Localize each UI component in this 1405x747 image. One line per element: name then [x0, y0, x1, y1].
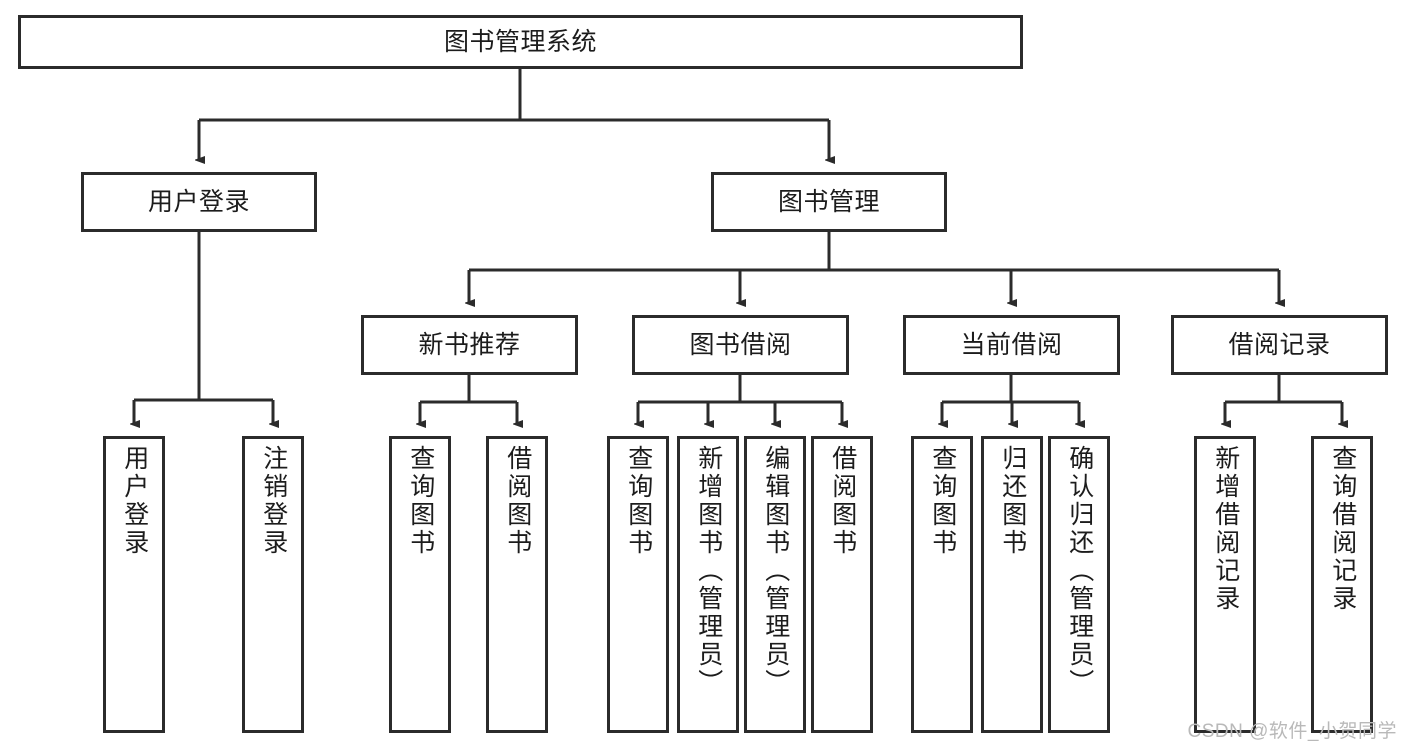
- node-leaf-add-book[interactable]: 新增图书（管理员）: [677, 436, 739, 733]
- node-leaf-query-book-3[interactable]: 查询图书: [911, 436, 973, 733]
- node-leaf-borrow-book-1-label: 借阅图书: [503, 445, 532, 557]
- node-leaf-edit-book-label: 编辑图书（管理员）: [761, 445, 790, 697]
- node-leaf-return-book-label: 归还图书: [998, 445, 1027, 557]
- node-borrow-record[interactable]: 借阅记录: [1171, 315, 1388, 375]
- node-book-borrow[interactable]: 图书借阅: [632, 315, 849, 375]
- node-leaf-query-record[interactable]: 查询借阅记录: [1311, 436, 1373, 733]
- node-current-borrow-label: 当前借阅: [960, 331, 1063, 359]
- node-leaf-add-record[interactable]: 新增借阅记录: [1194, 436, 1256, 733]
- node-borrow-record-label: 借阅记录: [1228, 331, 1331, 359]
- node-leaf-query-book-3-label: 查询图书: [928, 445, 957, 557]
- node-leaf-query-book-2[interactable]: 查询图书: [607, 436, 669, 733]
- node-leaf-query-book-1-label: 查询图书: [406, 445, 435, 557]
- node-book-manage-label: 图书管理: [777, 188, 880, 216]
- node-book-manage[interactable]: 图书管理: [711, 172, 947, 232]
- node-leaf-borrow-book-1[interactable]: 借阅图书: [486, 436, 548, 733]
- node-leaf-user-login-label: 用户登录: [120, 445, 149, 557]
- node-new-book-rec-label: 新书推荐: [418, 331, 521, 359]
- node-root-label: 图书管理系统: [443, 28, 597, 56]
- node-leaf-query-record-label: 查询借阅记录: [1328, 445, 1357, 613]
- node-leaf-confirm-return[interactable]: 确认归还（管理员）: [1048, 436, 1110, 733]
- node-root[interactable]: 图书管理系统: [18, 15, 1023, 69]
- node-leaf-logout[interactable]: 注销登录: [242, 436, 304, 733]
- node-leaf-return-book[interactable]: 归还图书: [981, 436, 1043, 733]
- node-leaf-borrow-book-2[interactable]: 借阅图书: [811, 436, 873, 733]
- node-leaf-confirm-return-label: 确认归还（管理员）: [1065, 445, 1094, 697]
- node-leaf-borrow-book-2-label: 借阅图书: [828, 445, 857, 557]
- node-new-book-rec[interactable]: 新书推荐: [361, 315, 578, 375]
- node-leaf-query-book-1[interactable]: 查询图书: [389, 436, 451, 733]
- node-leaf-logout-label: 注销登录: [259, 445, 288, 557]
- watermark: CSDN @软件_小贺同学: [1187, 721, 1397, 742]
- node-current-borrow[interactable]: 当前借阅: [903, 315, 1120, 375]
- node-leaf-add-book-label: 新增图书（管理员）: [694, 445, 723, 697]
- node-user-login-label: 用户登录: [147, 188, 250, 216]
- node-leaf-edit-book[interactable]: 编辑图书（管理员）: [744, 436, 806, 733]
- node-book-borrow-label: 图书借阅: [689, 331, 792, 359]
- node-leaf-user-login[interactable]: 用户登录: [103, 436, 165, 733]
- node-leaf-query-book-2-label: 查询图书: [624, 445, 653, 557]
- node-user-login[interactable]: 用户登录: [81, 172, 317, 232]
- node-leaf-add-record-label: 新增借阅记录: [1211, 445, 1240, 613]
